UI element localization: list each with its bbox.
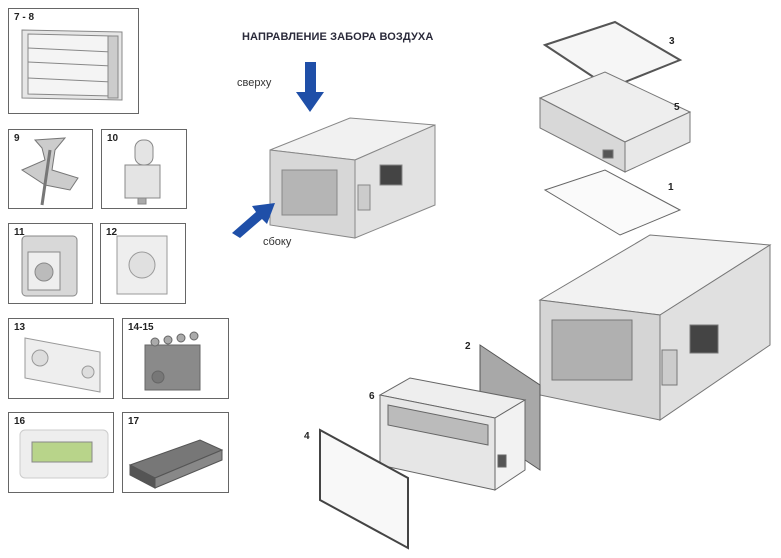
- part-number-2: 2: [465, 341, 471, 352]
- accessory-number: 10: [107, 133, 119, 144]
- accessory-number: 14-15: [128, 322, 154, 333]
- accessory-card-thermostat: 12: [100, 223, 186, 304]
- air-handling-unit-small: [269, 117, 436, 239]
- filter-panel-front: [319, 428, 409, 550]
- filter-panel-top: [542, 20, 683, 90]
- arrow-top-icon: [296, 62, 324, 112]
- intake-side-label: сбоку: [263, 236, 292, 248]
- accessory-card-controller: 13: [8, 318, 114, 399]
- accessory-number: 9: [14, 133, 20, 144]
- accessory-card-regulator: 11: [8, 223, 93, 304]
- intake-direction-title: НАПРАВЛЕНИЕ ЗАБОРА ВОЗДУХА: [242, 31, 434, 43]
- accessory-number: 13: [14, 322, 26, 333]
- accessory-card-manual-actuator: 9: [8, 129, 93, 209]
- accessory-number: 12: [106, 227, 118, 238]
- panel-1: [543, 169, 682, 236]
- filter-section-top: [538, 71, 692, 173]
- accessory-number: 11: [14, 227, 25, 238]
- accessory-number: 17: [128, 416, 140, 427]
- arrow-side-icon: [232, 203, 275, 238]
- accessory-number: 7 - 8: [14, 12, 35, 23]
- part-number-4: 4: [304, 431, 310, 442]
- part-number-3: 3: [669, 36, 675, 47]
- accessory-card-damper: 7 - 8: [8, 8, 139, 114]
- filter-section-front: [378, 377, 527, 491]
- accessory-card-digital-controller: 16: [8, 412, 114, 493]
- air-handling-unit-large: [538, 234, 772, 421]
- accessory-card-electric-actuator: 10: [101, 129, 187, 209]
- part-number-1: 1: [668, 182, 674, 193]
- part-number-6: 6: [369, 391, 375, 402]
- accessory-card-inverter: 17: [122, 412, 229, 493]
- part-number-5: 5: [674, 102, 680, 113]
- accessory-number: 16: [14, 416, 26, 427]
- intake-top-label: сверху: [237, 77, 272, 89]
- accessory-card-terminal-box: 14-15: [122, 318, 229, 399]
